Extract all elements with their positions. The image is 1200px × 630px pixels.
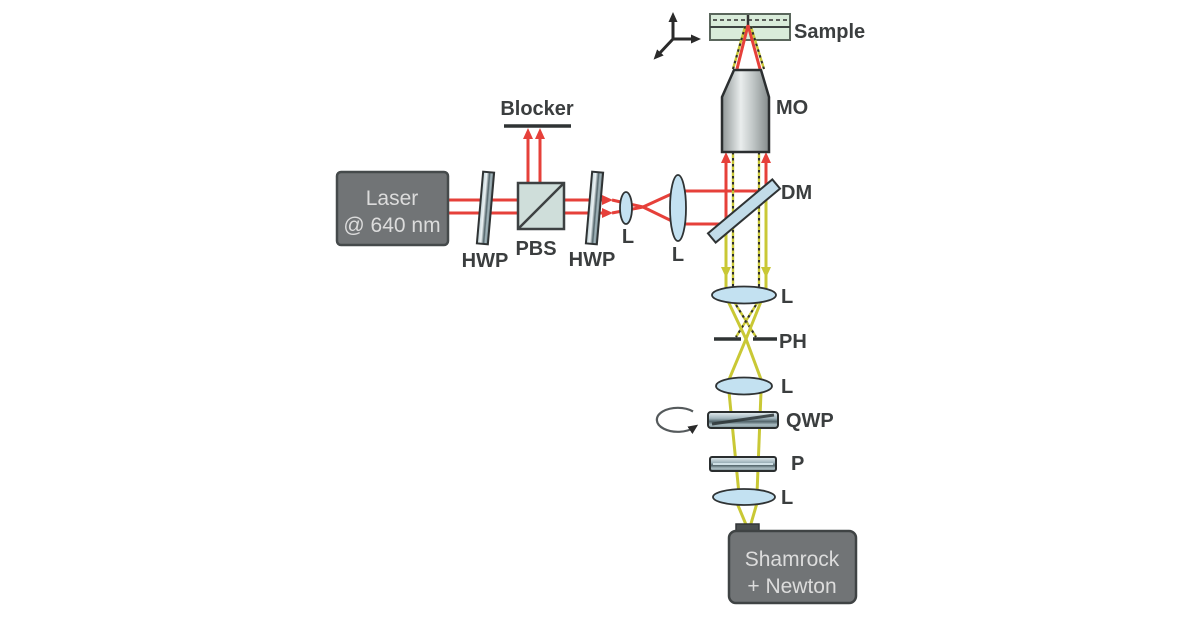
pbs-label: PBS (515, 238, 556, 260)
hwp2-label: HWP (569, 249, 616, 271)
fluorescence-beam-segment (727, 391, 741, 495)
lens-focus (712, 488, 776, 506)
detector-label-line2: + Newton (747, 575, 836, 598)
hwp2-plate (584, 170, 605, 246)
lens-large (669, 174, 687, 242)
pbs-diagonal-interface (517, 182, 565, 230)
excitation-beam-path (448, 24, 771, 227)
laser-label-line1: Laser (366, 187, 419, 210)
return-beam-dashed-path (731, 26, 766, 338)
fluorescence-beam-to-slit (748, 502, 759, 528)
lens-small-label: L (622, 226, 634, 248)
pinhole-label: PH (779, 331, 807, 353)
rotation-arrow-icon (655, 406, 699, 435)
xyz-axes-icon (653, 12, 701, 60)
rejected-out-of-focus-ray (732, 299, 757, 338)
detector-box-body (727, 529, 858, 605)
focused-beam-cone (746, 24, 762, 70)
hwp1-plate (475, 170, 496, 246)
fluorescence-beam-path (721, 197, 771, 528)
lens-large-label: L (672, 244, 684, 266)
detector-label-line1: Shamrock (745, 548, 840, 571)
laser-label-line2: @ 640 nm (343, 214, 440, 237)
mo-body (720, 68, 771, 154)
spectrometer-box: Shamrock + Newton (727, 523, 858, 605)
return-beam-dash (732, 26, 746, 70)
lens-relay-label: L (781, 376, 793, 398)
dichroic-mirror (706, 177, 782, 245)
rejected-out-of-focus-ray (735, 299, 760, 338)
pbs-cube (516, 181, 566, 231)
hwp1-label: HWP (462, 250, 509, 272)
lens-tube (711, 285, 777, 305)
qwp-label: QWP (786, 410, 834, 432)
sample-label: Sample (794, 21, 865, 43)
fluorescence-beam-to-slit (735, 502, 749, 528)
blocker-label: Blocker (500, 98, 574, 120)
return-beam-dash (750, 26, 765, 70)
dm-plate (706, 177, 782, 245)
component-labels: Blocker HWP PBS HWP L L DM MO Sample L P… (462, 21, 865, 509)
half-wave-plate-1 (475, 170, 496, 246)
half-wave-plate-2 (584, 170, 605, 246)
fluorescence-beam-segment (755, 391, 763, 495)
dm-label: DM (781, 182, 812, 204)
mo-label: MO (776, 97, 808, 119)
polarizer (709, 456, 777, 472)
lens-focus-label: L (781, 487, 793, 509)
qwp-twist-detail (711, 413, 775, 426)
focused-beam-cone (735, 24, 750, 70)
lens-tube-label: L (781, 286, 793, 308)
lens-relay (715, 376, 773, 396)
quarter-wave-plate (707, 411, 779, 429)
lens-small (619, 191, 633, 225)
microscope-objective (720, 68, 771, 154)
laser-source-box: Laser @ 640 nm (335, 170, 450, 247)
polarizer-label: P (791, 453, 804, 475)
fluorescence-beam-through-pinhole (726, 298, 764, 383)
laser-box-body (335, 170, 450, 247)
